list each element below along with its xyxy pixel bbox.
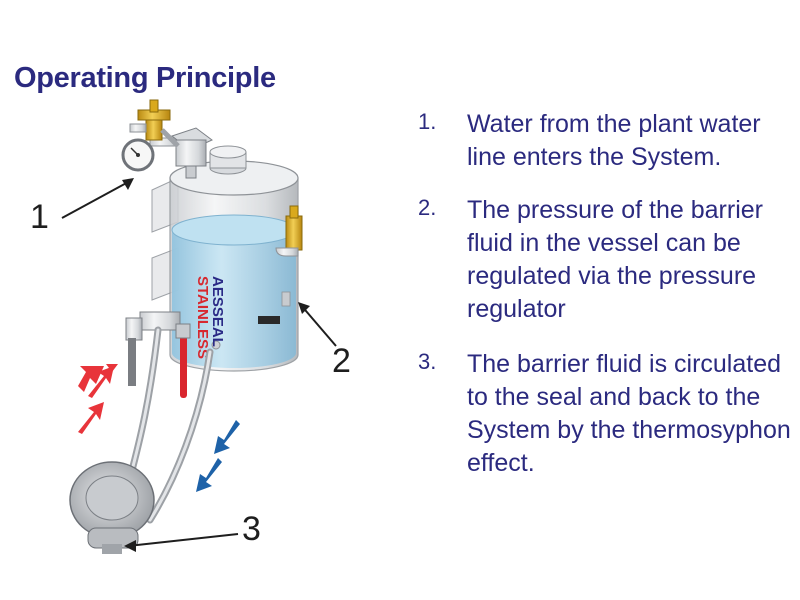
steps-list: 1. Water from the plant water line enter… bbox=[418, 108, 798, 480]
step-number: 2. bbox=[418, 195, 437, 220]
cold-flow-arrows bbox=[196, 420, 240, 492]
step-2: 2. The pressure of the barrier fluid in … bbox=[418, 194, 798, 326]
step-text: Water from the plant water line enters t… bbox=[467, 110, 761, 171]
logo-line-1: AESSEAL bbox=[209, 276, 226, 347]
page-title: Operating Principle bbox=[14, 62, 276, 94]
callout-2: 2 bbox=[298, 302, 351, 380]
callout-number-1: 1 bbox=[30, 198, 49, 236]
system-diagram: AESSEAL STAINLESS bbox=[30, 99, 351, 554]
aesseal-logo: AESSEAL STAINLESS bbox=[194, 276, 226, 359]
callout-number-3: 3 bbox=[242, 510, 261, 548]
step-3: 3. The barrier fluid is circulated to th… bbox=[418, 348, 798, 480]
step-number: 3. bbox=[418, 349, 437, 374]
inlet-valve bbox=[129, 99, 171, 141]
callout-number-2: 2 bbox=[332, 342, 351, 380]
logo-line-2: STAINLESS bbox=[194, 276, 211, 359]
step-text: The pressure of the barrier fluid in the… bbox=[467, 196, 763, 323]
pressure-regulator bbox=[160, 127, 213, 179]
step-1: 1. Water from the plant water line enter… bbox=[418, 108, 798, 174]
circulation-pipes bbox=[126, 326, 214, 524]
seal-cooler bbox=[69, 461, 155, 554]
relief-valve bbox=[275, 205, 303, 257]
drain-valve bbox=[125, 311, 191, 398]
step-text: The barrier fluid is circulated to the s… bbox=[467, 350, 791, 477]
pressure-gauge bbox=[121, 137, 179, 172]
step-number: 1. bbox=[418, 109, 437, 134]
barrier-fluid-level bbox=[172, 230, 296, 368]
hot-flow-arrows bbox=[78, 364, 118, 434]
callout-3: 3 bbox=[124, 510, 261, 552]
callout-1: 1 bbox=[30, 178, 134, 236]
vessel bbox=[169, 145, 299, 372]
